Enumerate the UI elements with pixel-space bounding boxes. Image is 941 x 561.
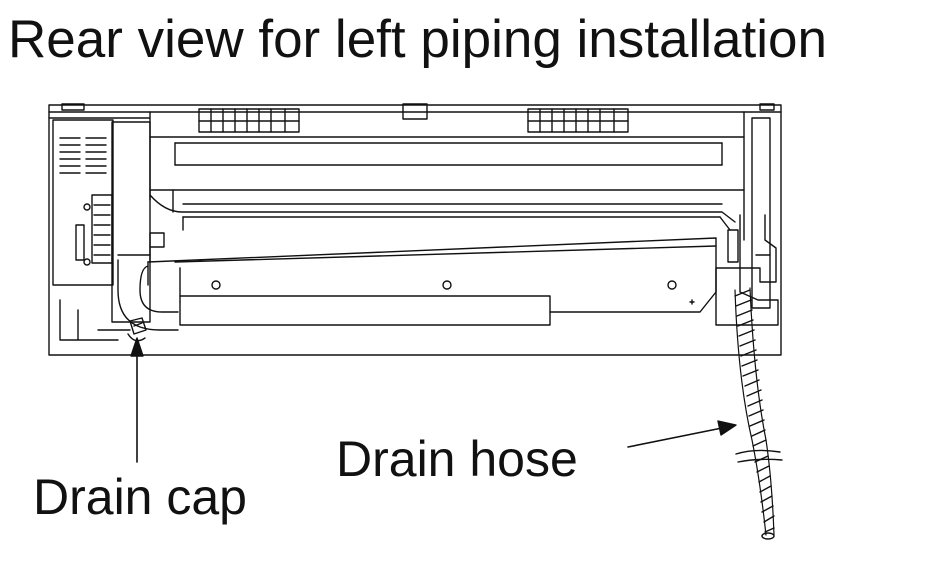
drain-hose xyxy=(734,287,783,540)
drain-cap-label: Drain cap xyxy=(33,469,247,525)
right-side-bracket xyxy=(715,117,779,326)
drain-hose-arrow xyxy=(627,420,737,448)
unit-housing xyxy=(48,103,782,356)
drain-cap-arrow xyxy=(130,337,144,463)
top-vent-grille-right xyxy=(527,108,629,133)
top-vent-grille-left xyxy=(198,108,300,133)
upper-air-channel xyxy=(149,136,745,231)
diagram-title: Rear view for left piping installation xyxy=(8,10,827,69)
left-control-box xyxy=(52,119,151,323)
left-drain-outlet xyxy=(59,254,179,341)
drain-hose-label: Drain hose xyxy=(336,431,578,487)
drain-pan xyxy=(147,232,717,326)
